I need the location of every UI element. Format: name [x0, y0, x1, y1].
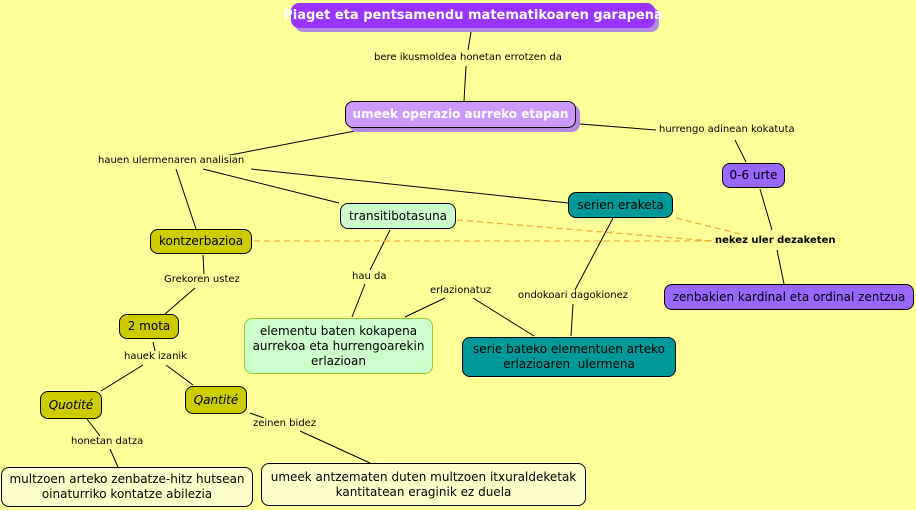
link-label-stage-age: hurrengo adinean kokatuta [657, 124, 797, 135]
link-2mota-hauek [152, 341, 156, 352]
link-stage-analysis [224, 130, 356, 157]
link-kontz-greco [202, 254, 205, 275]
link-label-adjacent: ondokoari dagokionez [516, 290, 631, 301]
link-ondo-serie [570, 303, 574, 337]
root-node[interactable]: Piaget eta pentsamendu matematikoaren ga… [283, 3, 663, 28]
link-label-quotite-desc [109, 448, 119, 468]
link-hauek-quotite [100, 364, 144, 392]
element-position-line-2: aurrekoa eta hurrengoarekin [252, 338, 425, 353]
quotite-desc-line-2: oinaturriko kontatze abilezia [41, 487, 213, 501]
link-erlaz-serie [472, 297, 535, 337]
age-node[interactable]: 0-6 urte [722, 163, 785, 188]
link-series-ondo [574, 217, 614, 291]
dashed-series-nekez [675, 217, 753, 238]
series-relation-line-2: erlazioaren ulermena [503, 357, 635, 371]
link-label-consists: honetan datza [69, 436, 146, 447]
link-greco-2mota [164, 287, 196, 315]
link-haude-element [351, 283, 366, 318]
link-label-analysis: hauen ulermenaren analisian [96, 155, 247, 166]
link-qantite-label [249, 412, 265, 419]
link-label-these-being: hauek izanik [122, 351, 189, 362]
qantite-node[interactable]: Qantité [185, 386, 247, 414]
link-label-root-stage: bere ikusmoldea honetan errotzen da [372, 52, 564, 63]
series-node[interactable]: serien eraketa [568, 192, 673, 218]
link-analysis-series [250, 168, 569, 204]
link-label-relating: erlazionatuz [428, 285, 494, 296]
link-stage-label-age [579, 123, 657, 131]
link-quotite-label [86, 418, 101, 437]
link-label-that-is: hau da [350, 271, 389, 282]
qantite-desc-line-1: umeek antzematen duten multzoen itxurald… [270, 469, 577, 484]
two-types-node[interactable]: 2 mota [119, 314, 179, 339]
link-label-cannot-understand: nekez uler dezaketen [713, 235, 838, 246]
quotite-desc-node[interactable]: multzoen arteko zenbatze-hitz hutsean oi… [1, 467, 253, 507]
link-label-qantite-desc [299, 430, 371, 464]
series-relation-line-1: serie bateko elementuen arteko [473, 342, 665, 356]
conservation-node[interactable]: kontzerbazioa [150, 229, 252, 254]
qantite-desc-line-2: kantitatean eraginik ez duela [335, 484, 512, 499]
series-relation-node[interactable]: serie bateko elementuen arteko erlazioar… [462, 337, 676, 377]
quotite-desc-line-1: multzoen arteko zenbatze-hitz hutsean [9, 472, 245, 486]
qantite-desc-node[interactable]: umeek antzematen duten multzoen itxurald… [261, 463, 586, 506]
link-root-label [467, 31, 472, 51]
element-position-node[interactable]: elementu baten kokapena aurrekoa eta hur… [244, 318, 433, 374]
dashed-trans-nekez [456, 219, 713, 242]
stage-node[interactable]: umeek operazio aurreko etapan [345, 101, 576, 128]
link-nekez-cardinal [776, 249, 785, 285]
link-analysis-trans [202, 168, 340, 204]
link-label-stage [463, 65, 467, 102]
transitivity-node[interactable]: transitibotasuna [340, 203, 456, 229]
link-analysis-kontz [175, 168, 197, 230]
link-hauek-qantite [165, 364, 194, 386]
link-age-nekez [759, 188, 773, 231]
element-position-line-3: erlazioan [311, 353, 366, 368]
link-label-greco: Grekoren ustez [162, 274, 242, 285]
link-trans-haude [369, 229, 391, 271]
quotite-node[interactable]: Quotité [40, 391, 102, 419]
element-position-line-1: elementu baten kokapena [259, 323, 418, 338]
link-element-erlaz [404, 297, 446, 318]
cardinal-node[interactable]: zenbakien kardinal eta ordinal zentzua [664, 284, 914, 310]
link-label-through: zeinen bidez [251, 418, 319, 429]
link-label-age [734, 139, 747, 163]
